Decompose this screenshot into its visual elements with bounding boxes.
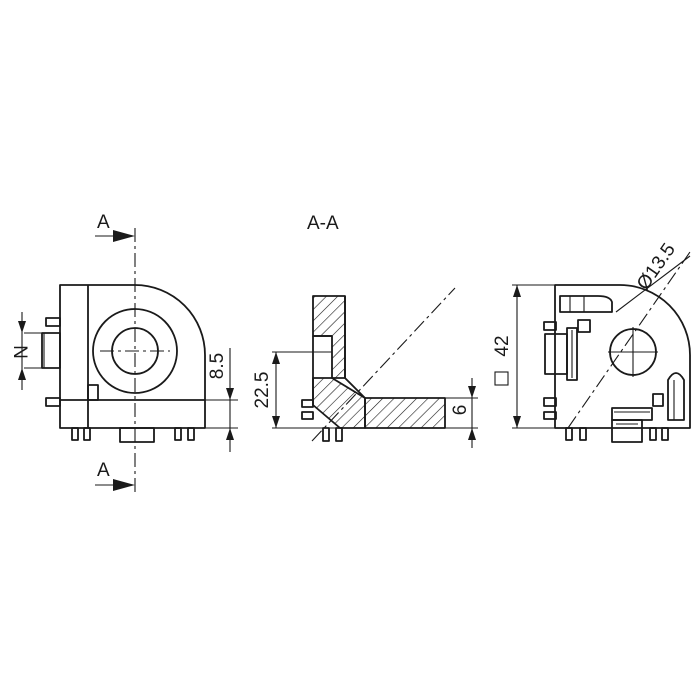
section-arrow-top <box>113 230 135 242</box>
diagonal-centerline <box>311 287 456 442</box>
dim-n: N <box>9 345 30 359</box>
square-symbol <box>494 371 509 386</box>
section-title: A-A <box>307 213 339 234</box>
section-marker-bottom: A <box>97 460 110 481</box>
section-arrow-bottom <box>113 479 135 491</box>
nut-slot <box>41 332 61 369</box>
side-view: 42 Ø13.5 <box>492 240 691 443</box>
side-diagonal-centerline <box>567 251 691 429</box>
dim-6: 6 <box>450 405 471 416</box>
dim-42: 42 <box>492 335 513 356</box>
dim-diameter-13-5: Ø13.5 <box>633 240 680 294</box>
dim-22-5: 22.5 <box>252 372 273 409</box>
section-view: A-A 22.5 6 <box>252 213 478 448</box>
dim-8-5: 8.5 <box>207 353 228 379</box>
front-view: A A N 8.5 <box>9 212 238 492</box>
section-marker-top: A <box>97 212 110 233</box>
